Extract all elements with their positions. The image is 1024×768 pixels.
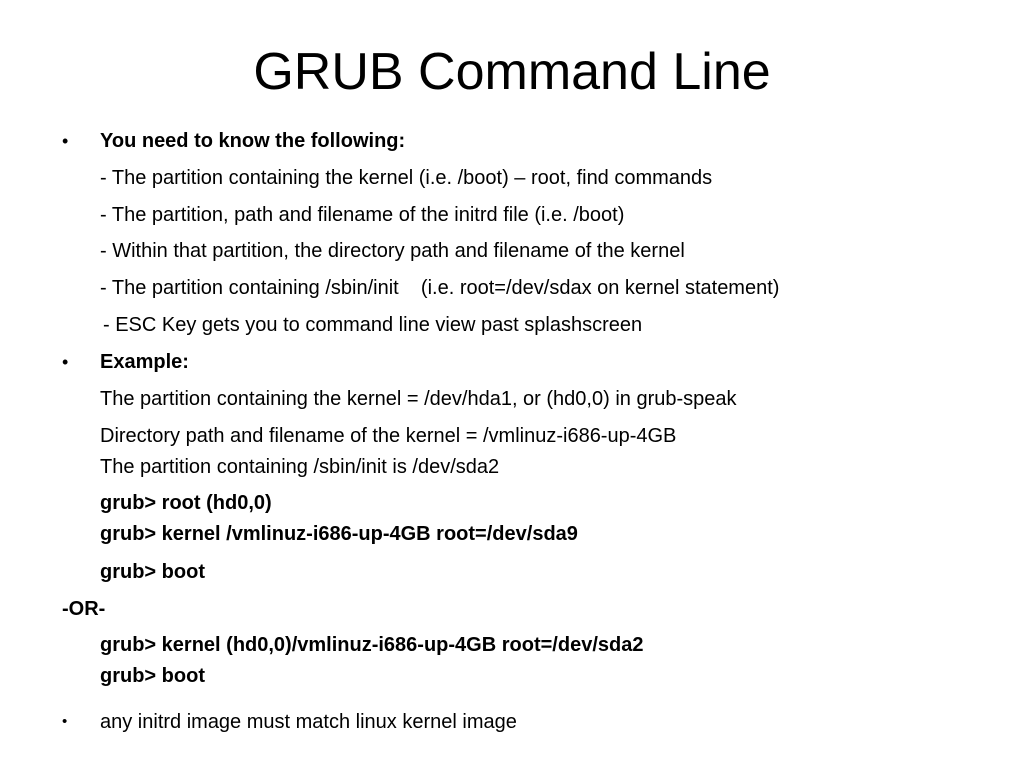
grub-command: grub> boot	[100, 665, 205, 687]
grub-command: grub> kernel /vmlinuz-i686-up-4GB root=/…	[100, 523, 578, 545]
or-separator: -OR-	[62, 598, 106, 620]
grub-command: grub> kernel (hd0,0)/vmlinuz-i686-up-4GB…	[100, 634, 644, 656]
example-line: The partition containing /sbin/init is /…	[100, 456, 500, 478]
requirement-line: - The partition containing the kernel (i…	[100, 167, 713, 189]
bullet-heading-example: Example:	[100, 351, 189, 373]
grub-command: grub> boot	[100, 561, 205, 583]
note-line: any initrd image must match linux kernel…	[100, 711, 517, 733]
bullet-icon: •	[62, 131, 69, 151]
example-line: Directory path and filename of the kerne…	[100, 425, 677, 447]
requirement-line: - The partition containing /sbin/init (i…	[100, 277, 780, 299]
example-line: The partition containing the kernel = /d…	[100, 388, 737, 410]
bullet-icon: •	[62, 352, 69, 372]
grub-command: grub> root (hd0,0)	[100, 492, 272, 514]
requirement-line: - Within that partition, the directory p…	[100, 240, 685, 262]
slide-title: GRUB Command Line	[253, 43, 771, 101]
bullet-heading-requirements: You need to know the following:	[100, 130, 406, 152]
bullet-icon: •	[62, 713, 68, 730]
requirement-line: - ESC Key gets you to command line view …	[103, 314, 643, 336]
requirement-line: - The partition, path and filename of th…	[100, 204, 625, 226]
